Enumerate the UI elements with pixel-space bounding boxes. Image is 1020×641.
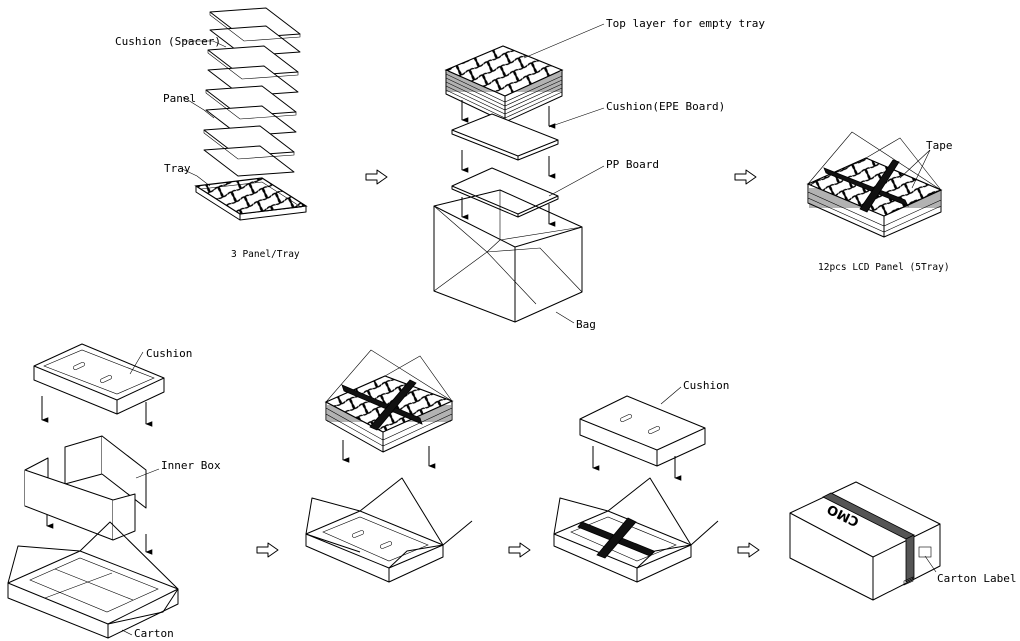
label-leaders-step2 — [523, 23, 605, 324]
carton-label: Carton — [134, 627, 174, 640]
cushion-label-1: Cushion — [146, 347, 192, 360]
hollow-right-arrow-icon — [508, 542, 531, 558]
carton-assembly-figure — [7, 343, 179, 639]
label-leaders-step3 — [899, 149, 931, 189]
hollow-right-arrow-icon — [737, 542, 760, 558]
tape-label: Tape — [926, 139, 953, 152]
hollow-right-arrow-icon — [256, 542, 279, 558]
panel-per-tray-caption: 3 Panel/Tray — [231, 249, 300, 260]
top-cushion-figure — [553, 395, 719, 583]
carton-label-tag: Carton Label — [937, 572, 1016, 585]
panel-stack-figure — [194, 7, 308, 221]
sealed-carton-figure: CMO — [789, 481, 941, 601]
label-leaders-step6 — [660, 386, 682, 405]
lcd-panel-count-caption: 12pcs LCD Panel (5Tray) — [818, 262, 950, 273]
label-leaders-step7 — [924, 555, 937, 573]
tray-label: Tray — [164, 162, 191, 175]
panel-label: Panel — [163, 92, 196, 105]
taped-bag-figure — [806, 131, 943, 238]
hollow-right-arrow-icon — [365, 169, 388, 185]
bag-label: Bag — [576, 318, 596, 331]
pp-board-label: PP Board — [606, 158, 659, 171]
box-with-bag-figure — [305, 349, 473, 583]
label-leaders-step1 — [179, 40, 227, 187]
inner-box-label: Inner Box — [161, 459, 221, 472]
top-layer-label: Top layer for empty tray — [606, 17, 765, 30]
cushion-spacer-label: Cushion (Spacer) — [115, 35, 221, 48]
hollow-right-arrow-icon — [734, 169, 757, 185]
cushion-epe-label: Cushion(EPE Board) — [606, 100, 725, 113]
bagging-figure — [433, 45, 583, 323]
label-leaders-step4 — [121, 351, 160, 636]
cushion-label-2: Cushion — [683, 379, 729, 392]
